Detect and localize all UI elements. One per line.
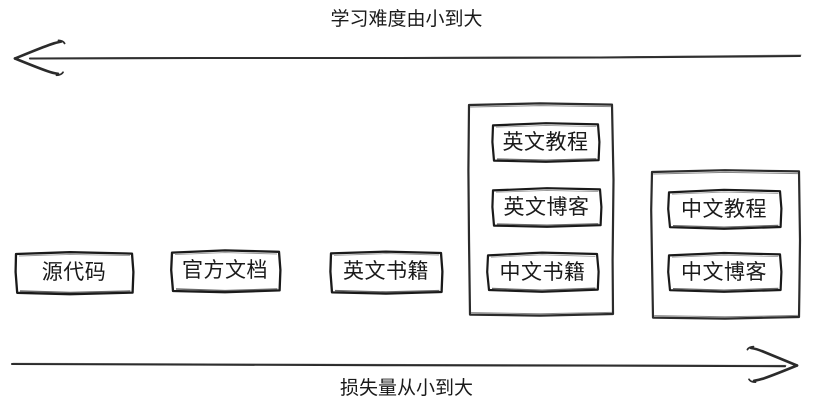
node-source-code[interactable]: 源代码 — [41, 260, 107, 284]
top-axis-arrow — [13, 39, 802, 77]
top-axis-title: 学习难度由小到大 — [330, 8, 483, 30]
bottom-axis-title: 损失量从小到大 — [339, 377, 473, 399]
node-english-books[interactable]: 英文书籍 — [343, 259, 429, 283]
node-official-docs[interactable]: 官方文档 — [182, 258, 268, 282]
node-english-blog[interactable]: 英文博客 — [503, 194, 590, 219]
node-chinese-tutorial[interactable]: 中文教程 — [681, 196, 767, 221]
node-chinese-books[interactable]: 中文书籍 — [499, 259, 586, 284]
node-english-tutorial[interactable]: 英文教程 — [502, 129, 589, 154]
node-chinese-blog[interactable]: 中文博客 — [681, 259, 767, 284]
